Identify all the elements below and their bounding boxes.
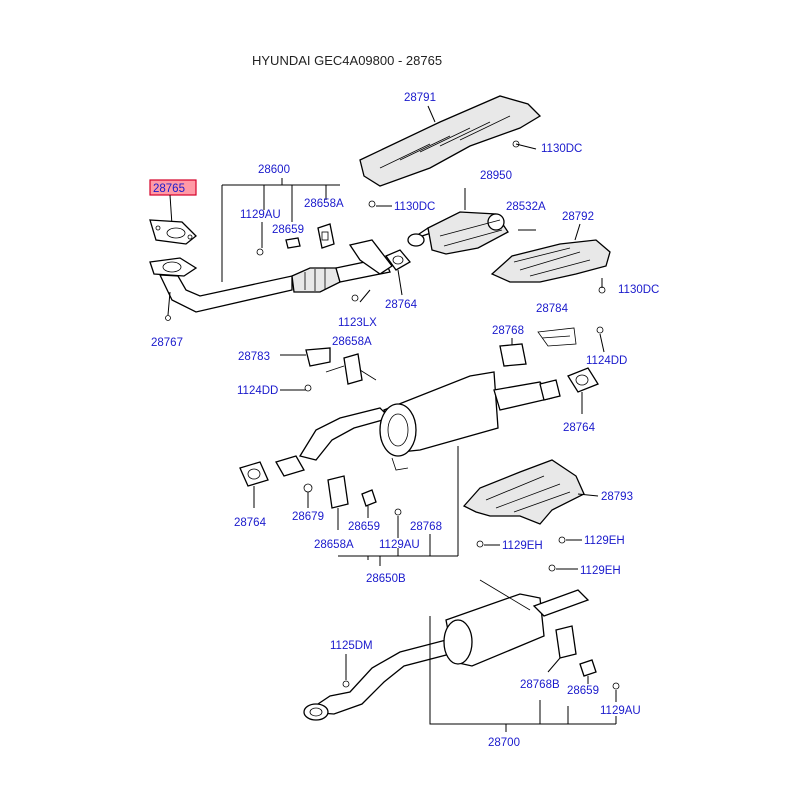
leader-28767 — [167, 291, 171, 316]
bolt-1129AU-a[interactable] — [256, 248, 264, 256]
front-pipe-28600[interactable] — [149, 239, 393, 313]
label-28658A-a[interactable]: 28658A — [304, 198, 344, 210]
leader-28768B — [547, 657, 561, 673]
bracket-28784[interactable] — [537, 327, 577, 347]
bolt-1130DC-a[interactable] — [512, 140, 520, 148]
leader-28765 — [169, 194, 173, 226]
label-28658A-c[interactable]: 28658A — [314, 539, 354, 551]
label-28792[interactable]: 28792 — [562, 211, 594, 223]
leader-28792 — [574, 223, 581, 241]
plug-28679[interactable] — [303, 483, 313, 493]
bolt-1123LX[interactable] — [351, 294, 359, 302]
leader-28793 — [577, 493, 599, 497]
label-28768-b[interactable]: 28768 — [410, 521, 442, 533]
bushing-28659-c[interactable] — [579, 659, 597, 677]
label-1124DD-b[interactable]: 1124DD — [237, 385, 278, 397]
label-28659-c[interactable]: 28659 — [567, 685, 599, 697]
leader-28764-a — [397, 269, 403, 296]
hanger-28658A-a-hole — [321, 231, 329, 241]
label-1129EH-b[interactable]: 1129EH — [584, 535, 625, 547]
label-28700[interactable]: 28700 — [488, 737, 520, 749]
diagram-title: HYUNDAI GEC4A09800 - 28765 — [252, 53, 442, 68]
label-28783[interactable]: 28783 — [238, 351, 270, 363]
label-1130DC-a[interactable]: 1130DC — [541, 143, 582, 155]
label-1129AU-b[interactable]: 1129AU — [379, 539, 420, 551]
bolt-1129AU-b[interactable] — [394, 508, 402, 516]
center-muffler-28650B[interactable] — [298, 371, 554, 471]
hanger-28768-a[interactable] — [499, 343, 527, 367]
bolt-1129EH-a[interactable] — [476, 540, 484, 548]
label-28793[interactable]: 28793 — [601, 491, 633, 503]
bushing-28659-a[interactable] — [285, 237, 301, 249]
bolt-1129AU-c[interactable] — [612, 682, 620, 690]
label-1123LX[interactable]: 1123LX — [338, 317, 377, 329]
leader-1123LX — [359, 289, 371, 303]
heat-shield-28791[interactable] — [359, 95, 542, 187]
hanger-28658A-a[interactable] — [317, 223, 335, 249]
gasket-28764-c[interactable] — [239, 461, 269, 487]
bolt-1124DD-a[interactable] — [596, 326, 604, 334]
hanger-28768B[interactable] — [555, 625, 577, 659]
flange-center-rear — [539, 379, 561, 401]
gasket-28764-a[interactable] — [385, 249, 411, 271]
label-28767[interactable]: 28767 — [151, 337, 183, 349]
label-28658A-b[interactable]: 28658A — [332, 336, 372, 348]
bracket-28783[interactable] — [305, 347, 331, 367]
heat-shield-28792[interactable] — [490, 239, 611, 283]
label-28600[interactable]: 28600 — [258, 164, 290, 176]
label-28784[interactable]: 28784 — [536, 303, 569, 315]
bolt-1130DC-c[interactable] — [598, 286, 606, 294]
bolt-28767[interactable] — [165, 315, 171, 321]
bolt-1124DD-b[interactable] — [304, 384, 312, 392]
label-28659-a[interactable]: 28659 — [272, 224, 304, 236]
label-1124DD-a[interactable]: 1124DD — [586, 355, 627, 367]
label-28765[interactable]: 28765 — [153, 183, 185, 195]
label-28768-a[interactable]: 28768 — [492, 325, 524, 337]
gasket-28764-b[interactable] — [567, 367, 599, 393]
label-1129AU-c[interactable]: 1129AU — [600, 705, 641, 717]
label-1125DM[interactable]: 1125DM — [330, 640, 373, 652]
label-1130DC-c[interactable]: 1130DC — [618, 284, 659, 296]
label-28650B[interactable]: 28650B — [366, 573, 406, 585]
hanger-28658A-c[interactable] — [327, 475, 349, 509]
bolt-1125DM[interactable] — [342, 680, 350, 688]
hanger-28658A-b-studs — [325, 365, 377, 381]
heat-shield-28793[interactable] — [462, 459, 585, 525]
gasket-28765[interactable] — [149, 219, 197, 245]
label-28950[interactable]: 28950 — [480, 170, 512, 182]
bracket-28700 — [429, 616, 617, 725]
label-28532A[interactable]: 28532A — [506, 201, 546, 213]
leader-28791 — [427, 105, 436, 123]
label-28764-b[interactable]: 28764 — [563, 422, 596, 434]
label-1129EH-a[interactable]: 1129EH — [502, 540, 543, 552]
leader-1130DC-a — [515, 143, 537, 150]
label-28768B[interactable]: 28768B — [520, 679, 560, 691]
label-28659-b[interactable]: 28659 — [348, 521, 380, 533]
label-28679[interactable]: 28679 — [292, 511, 324, 523]
label-28791[interactable]: 28791 — [404, 92, 436, 104]
label-1130DC-b[interactable]: 1130DC — [394, 201, 435, 213]
bolt-1129EH-b[interactable] — [558, 536, 566, 544]
flange-center-front — [275, 455, 305, 477]
bolt-1130DC-b[interactable] — [368, 200, 376, 208]
rear-muffler-28700[interactable] — [303, 579, 590, 721]
label-28764-c[interactable]: 28764 — [234, 517, 267, 529]
hanger-28658A-b[interactable] — [343, 353, 363, 385]
catalytic-converter-28950[interactable] — [407, 211, 509, 255]
bracket-28650B — [338, 446, 459, 560]
leader-1124DD-a — [599, 333, 605, 353]
label-1129EH-c[interactable]: 1129EH — [580, 565, 621, 577]
highlight-box-28765 — [149, 179, 197, 196]
label-1129AU-a[interactable]: 1129AU — [240, 209, 281, 221]
bolt-1129EH-c[interactable] — [548, 564, 556, 572]
bushing-28659-b[interactable] — [361, 489, 377, 507]
label-28764-a[interactable]: 28764 — [385, 299, 418, 311]
